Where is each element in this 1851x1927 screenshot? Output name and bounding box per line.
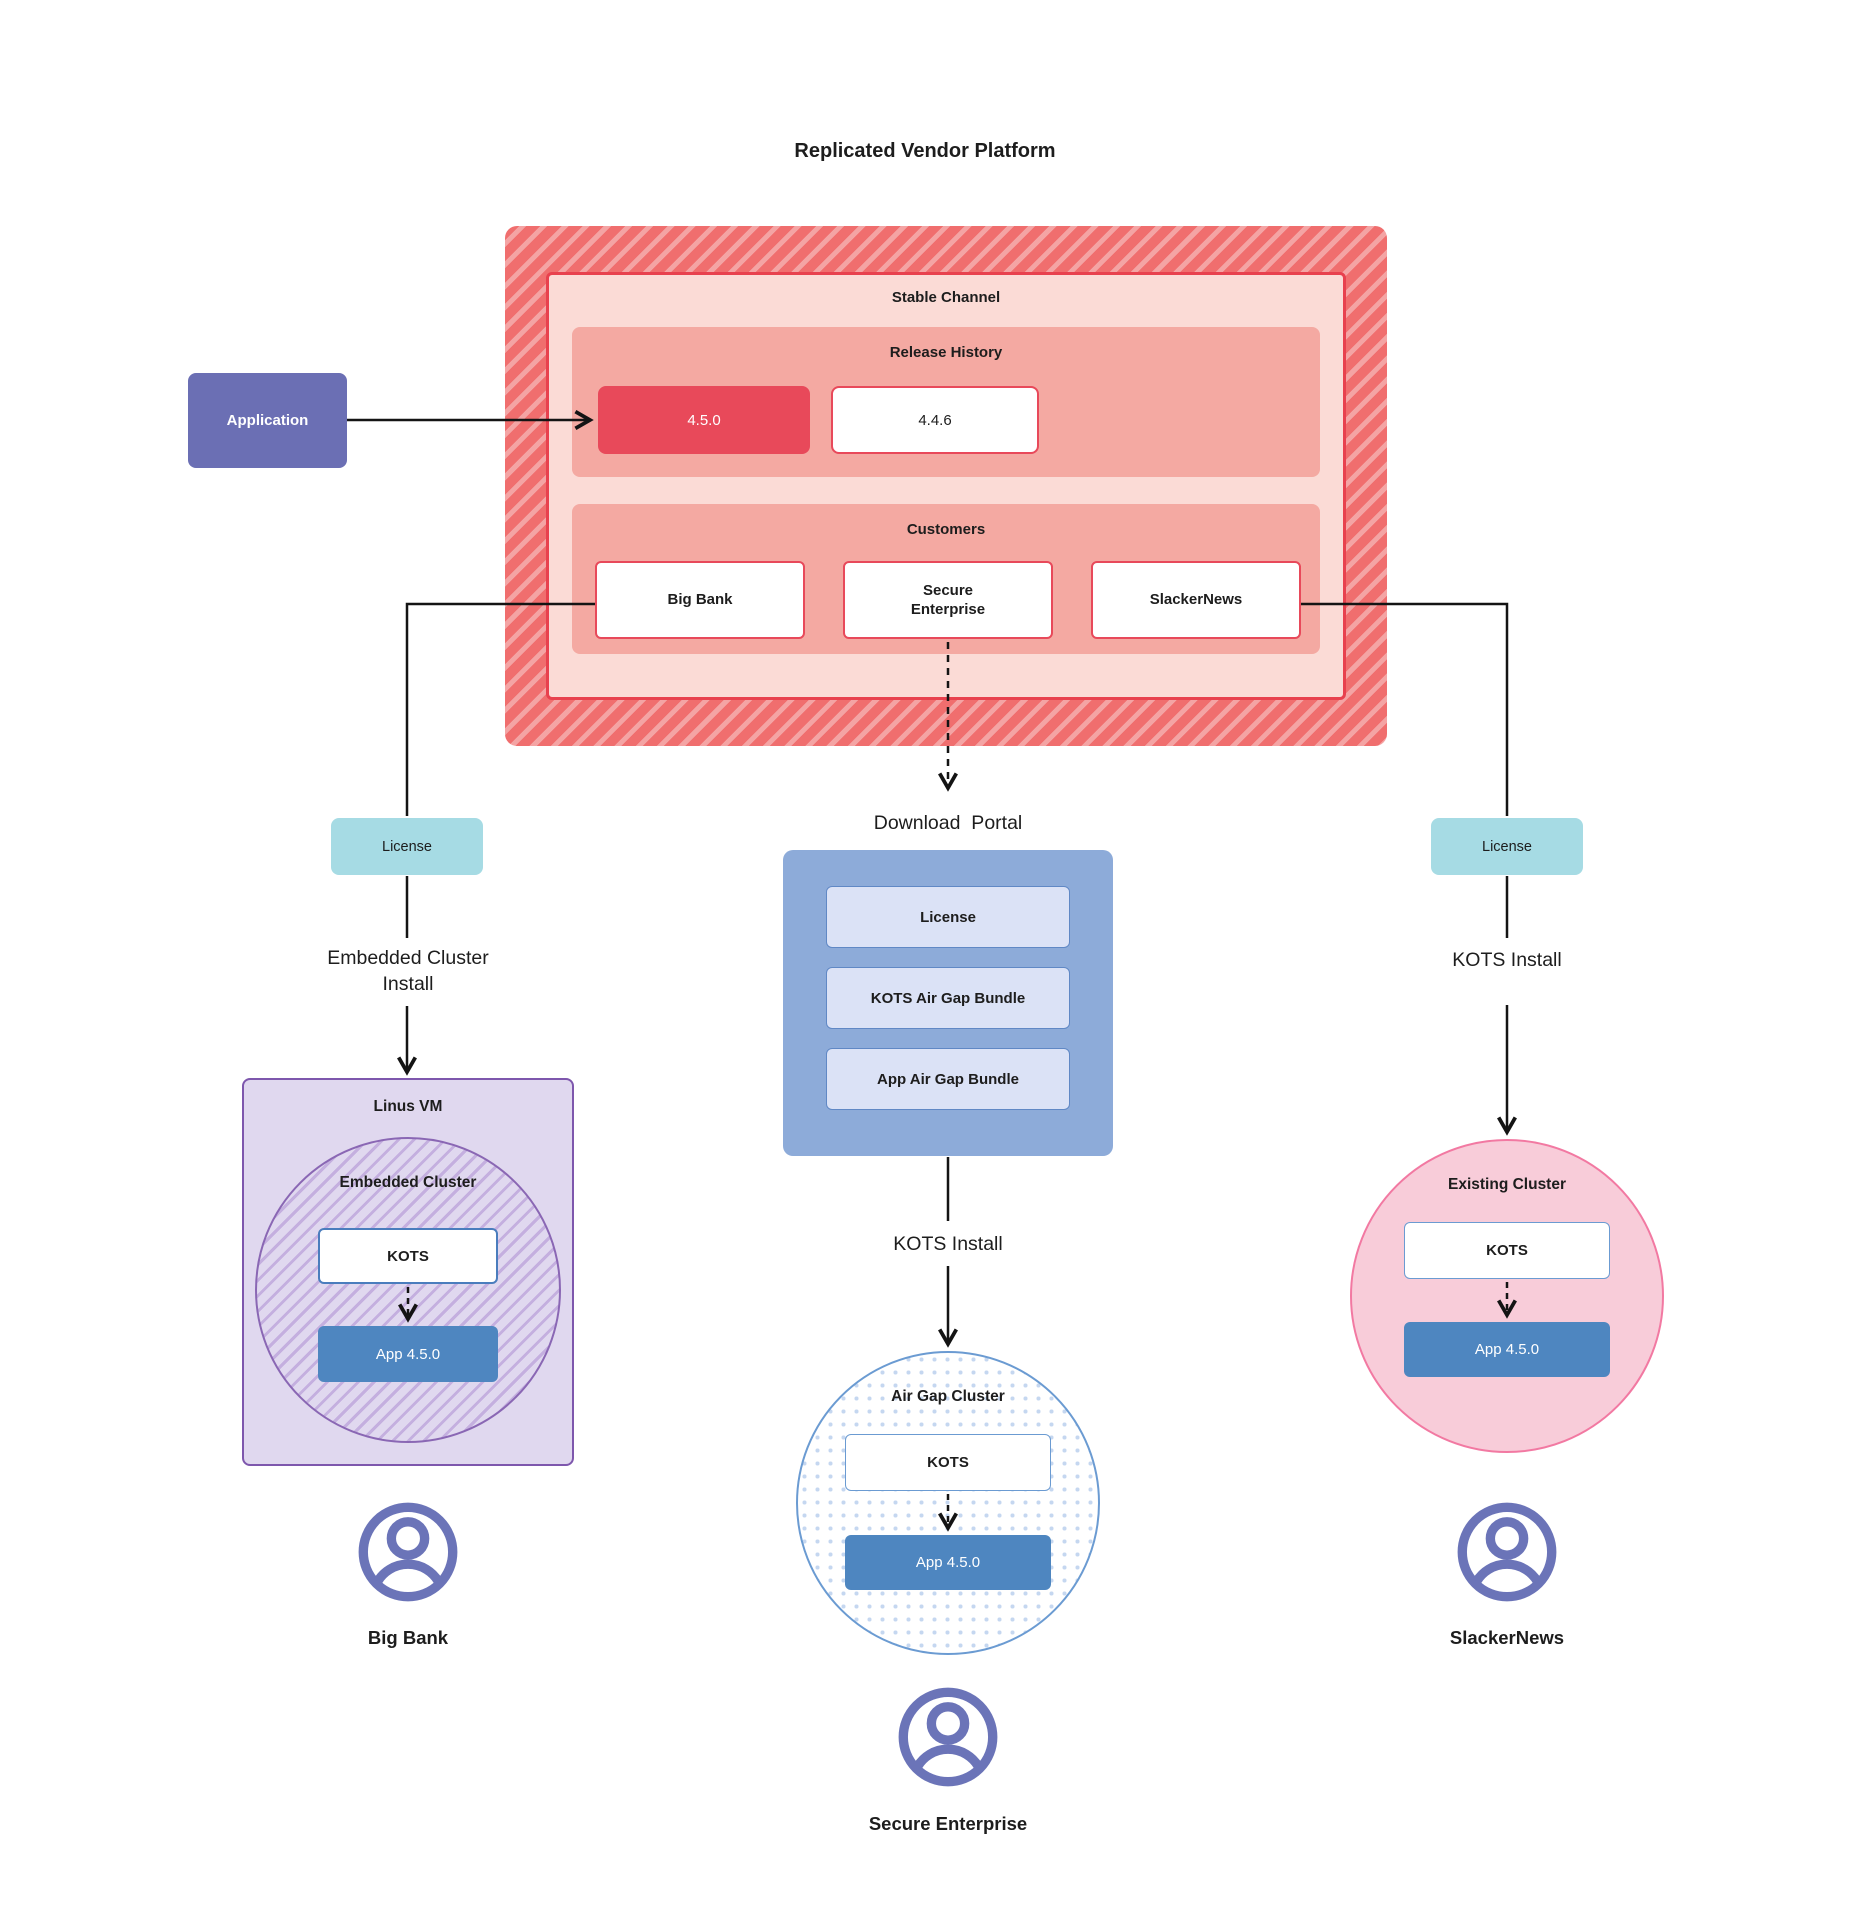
embedded-cluster-label: Embedded Cluster xyxy=(339,1174,477,1191)
customer-secure-enterprise-label: Secure Enterprise xyxy=(910,581,986,619)
embedded-cluster-circle xyxy=(255,1137,561,1443)
existing-cluster-label: Existing Cluster xyxy=(1448,1176,1566,1193)
customer-secure-enterprise: Secure Enterprise xyxy=(843,561,1053,639)
release-version-current: 4.5.0 xyxy=(598,386,810,454)
persona-secure-enterprise-label: Secure Enterprise xyxy=(868,1813,1028,1834)
release-history-label: Release History xyxy=(889,344,1003,361)
app-box-middle: App 4.5.0 xyxy=(845,1535,1051,1590)
kots-box-right: KOTS xyxy=(1404,1222,1610,1279)
persona-big-bank-label: Big Bank xyxy=(367,1627,449,1648)
persona-slackernews-label: SlackerNews xyxy=(1449,1627,1565,1648)
kots-install-label-middle: KOTS Install xyxy=(893,1233,1003,1255)
portal-item-kots-airgap-bundle: KOTS Air Gap Bundle xyxy=(826,967,1070,1029)
download-portal-title: Download Portal xyxy=(873,812,1023,834)
person-icon xyxy=(898,1687,998,1787)
air-gap-cluster-label: Air Gap Cluster xyxy=(891,1388,1005,1405)
person-icon xyxy=(1457,1502,1557,1602)
person-icon xyxy=(358,1502,458,1602)
kots-box-middle: KOTS xyxy=(845,1434,1051,1491)
kots-install-label-right: KOTS Install xyxy=(1452,949,1562,971)
app-box-left: App 4.5.0 xyxy=(318,1326,498,1382)
customer-slackernews: SlackerNews xyxy=(1091,561,1301,639)
license-chip-left: License xyxy=(331,818,483,875)
release-version-previous: 4.4.6 xyxy=(831,386,1039,454)
stable-channel-label: Stable Channel xyxy=(891,289,1001,306)
linus-vm-label: Linus VM xyxy=(373,1098,443,1115)
embedded-cluster-install-label: Embedded Cluster Install xyxy=(327,947,489,996)
license-chip-right: License xyxy=(1431,818,1583,875)
diagram-title: Replicated Vendor Platform xyxy=(794,140,1056,162)
portal-item-app-airgap-bundle: App Air Gap Bundle xyxy=(826,1048,1070,1110)
customer-big-bank: Big Bank xyxy=(595,561,805,639)
application-box: Application xyxy=(188,373,347,468)
kots-box-left: KOTS xyxy=(318,1228,498,1284)
portal-item-license: License xyxy=(826,886,1070,948)
customers-label: Customers xyxy=(906,521,986,538)
app-box-right: App 4.5.0 xyxy=(1404,1322,1610,1377)
